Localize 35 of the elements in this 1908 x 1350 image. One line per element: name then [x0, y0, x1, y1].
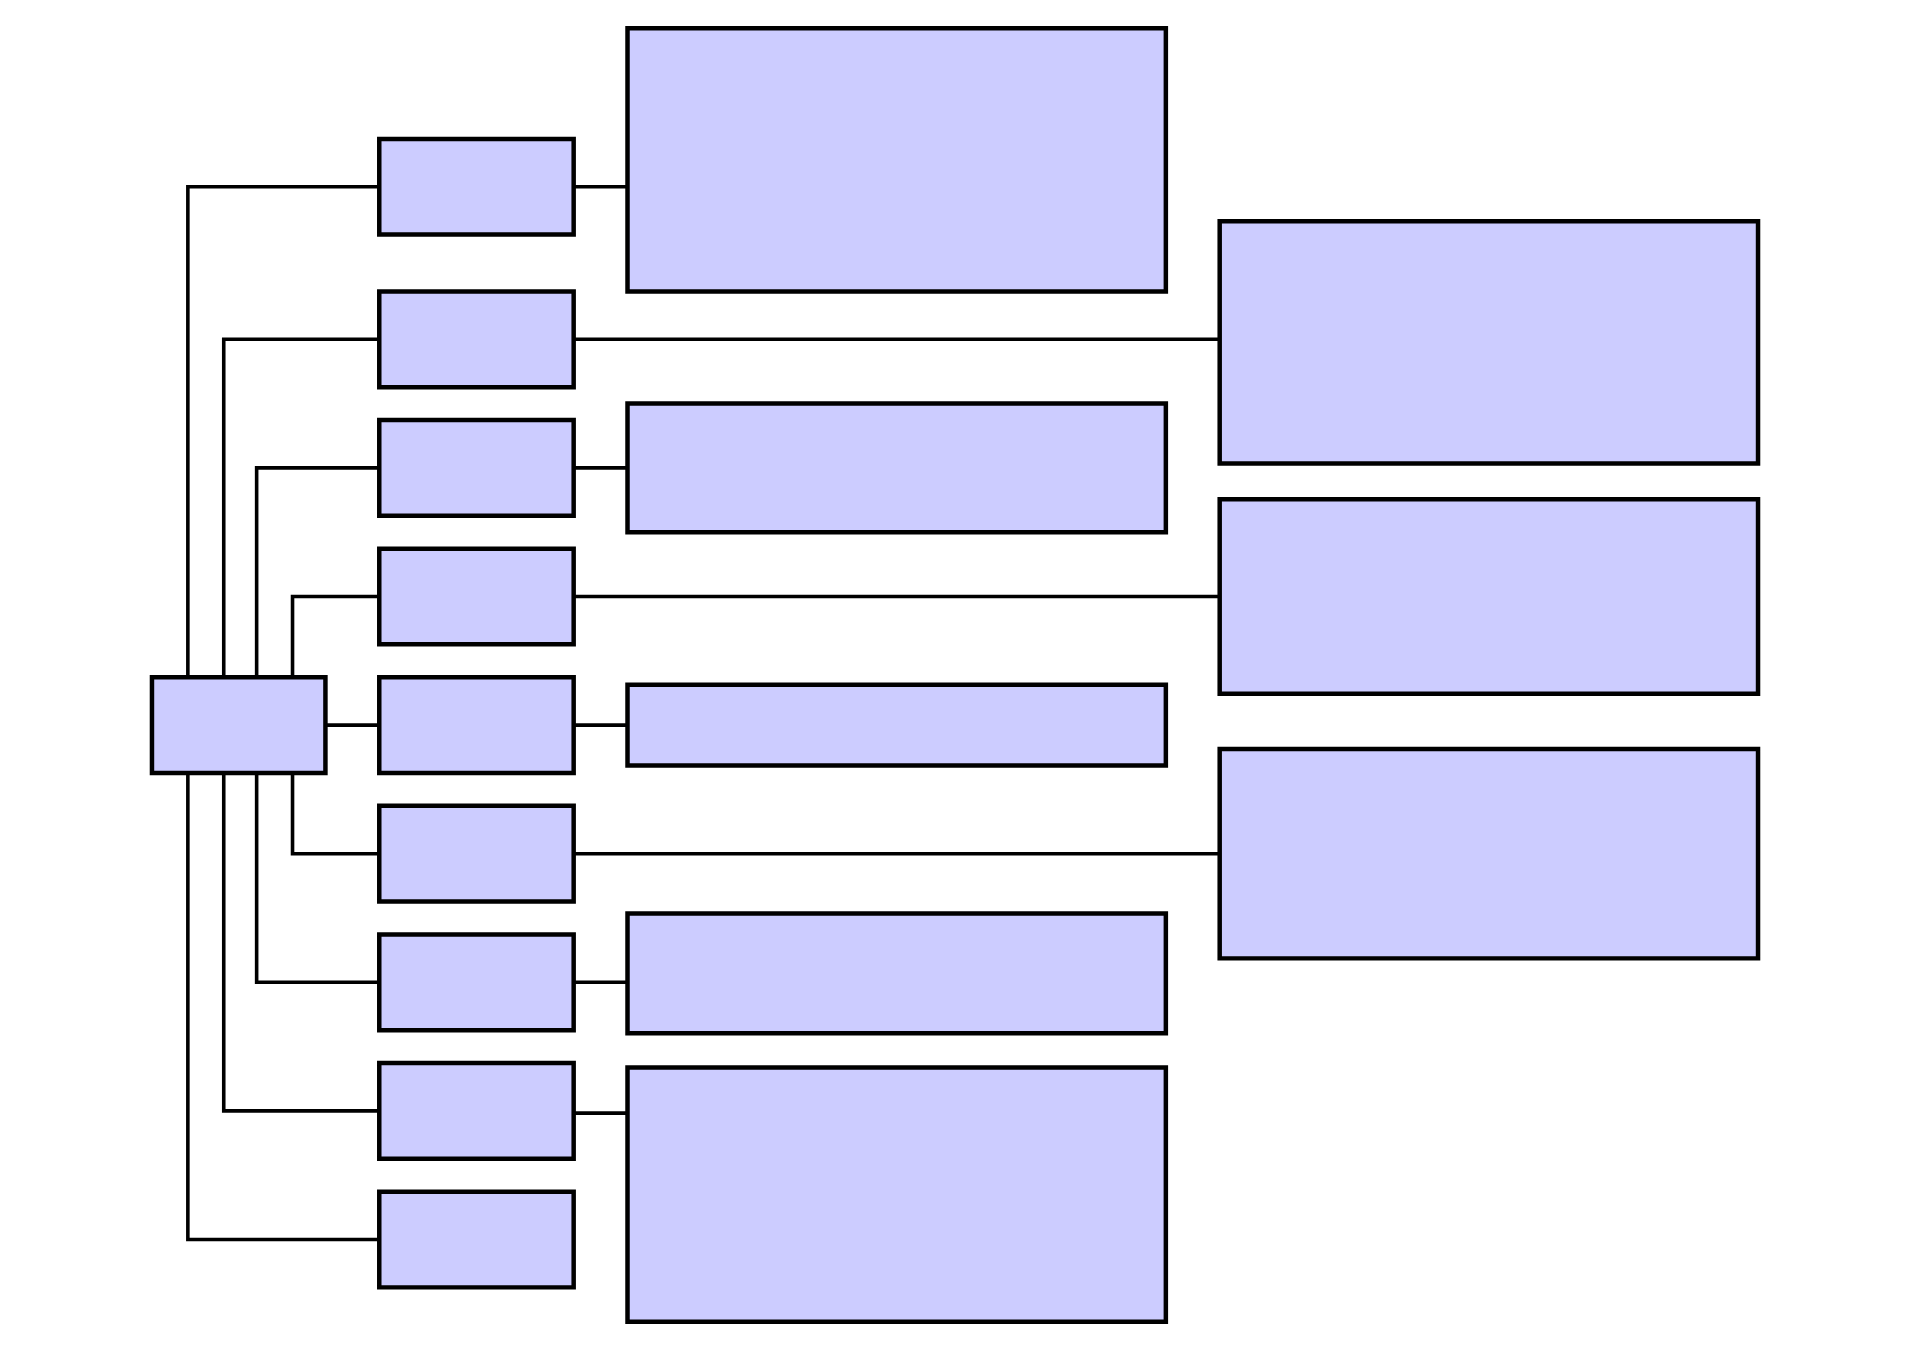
connector: [253, 466, 378, 677]
node-box: [624, 1065, 1168, 1324]
node-box: [376, 1060, 575, 1161]
node-box: [148, 675, 327, 776]
node-box: [376, 803, 575, 904]
connector: [289, 594, 379, 678]
node-box: [1216, 218, 1760, 466]
connector: [572, 466, 626, 470]
connector: [185, 184, 378, 677]
node-box: [376, 546, 575, 647]
connector: [324, 723, 378, 727]
connector: [220, 773, 378, 1113]
node-box: [624, 401, 1168, 535]
connector: [185, 773, 378, 1242]
node-box: [624, 26, 1168, 294]
connector: [220, 337, 378, 677]
node-box: [376, 675, 575, 776]
node-box: [376, 932, 575, 1033]
connector: [573, 337, 1219, 342]
connector: [573, 594, 1219, 599]
node-box: [624, 682, 1168, 768]
node-box: [1216, 746, 1760, 961]
connector: [572, 1111, 626, 1115]
node-box: [376, 417, 575, 518]
connector: [572, 184, 626, 189]
node-box: [376, 289, 575, 390]
connector: [253, 773, 378, 985]
node-box: [1216, 497, 1760, 696]
node-box: [624, 911, 1168, 1036]
node-box: [376, 1189, 575, 1290]
connector: [573, 851, 1219, 856]
node-box: [376, 136, 575, 237]
connector: [572, 980, 626, 985]
connector: [572, 723, 626, 727]
connector: [289, 773, 379, 856]
